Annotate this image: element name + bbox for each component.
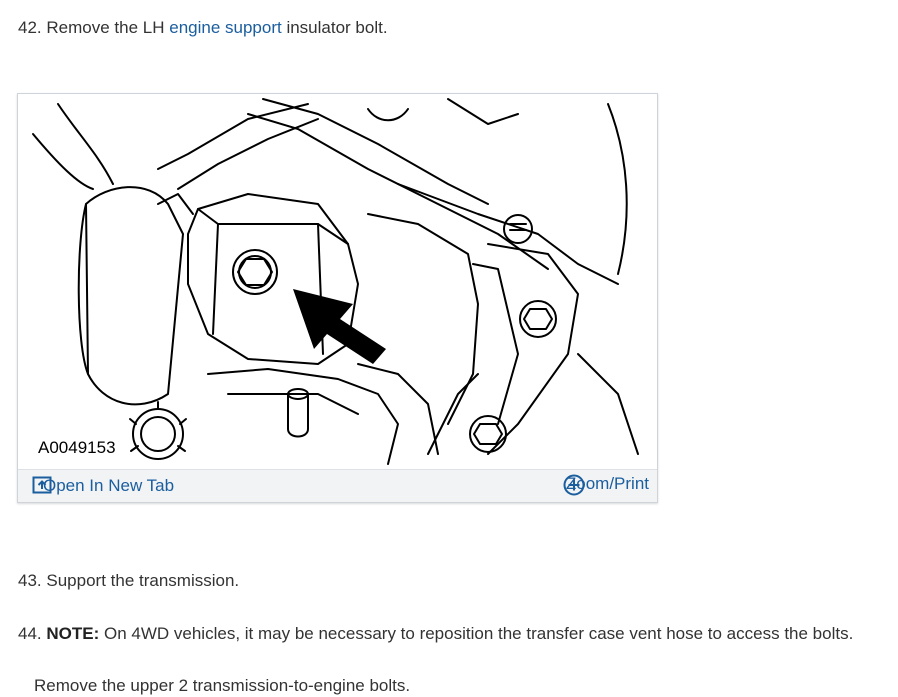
open-in-new-tab-label: Open In New Tab (43, 476, 175, 495)
circle-plus-icon (563, 474, 585, 496)
open-in-new-tab-button[interactable]: Open In New Tab (32, 476, 174, 496)
step-number: 44. (18, 624, 42, 643)
note-label: NOTE: (46, 624, 100, 643)
step-number: 42. (18, 18, 42, 37)
zoom-print-button[interactable]: Zoom/Print (563, 474, 649, 496)
step-44: 44. NOTE: On 4WD vehicles, it may be nec… (18, 623, 853, 645)
step-text-before: Remove the LH (46, 18, 165, 37)
step-text-after: insulator bolt. (286, 18, 388, 37)
step-42: 42. Remove the LH engine support insulat… (18, 17, 388, 39)
note-text: On 4WD vehicles, it may be necessary to … (104, 624, 854, 643)
engine-support-illustration (32, 98, 639, 465)
step-number: 43. (18, 571, 42, 590)
open-in-new-tab-icon (32, 476, 52, 494)
figure-toolbar: Open In New Tab Zoom/Print (18, 469, 657, 502)
step-text: Support the transmission. (46, 571, 240, 590)
engine-support-link[interactable]: engine support (169, 18, 282, 37)
step-44-instruction: Remove the upper 2 transmission-to-engin… (34, 676, 411, 695)
figure-id-label: A0049153 (36, 438, 118, 458)
illustration-figure: A0049153 Open In New Tab Zoom/Print (17, 93, 658, 503)
zoom-print-label: Zoom/Print (565, 474, 649, 493)
step-43: 43. Support the transmission. (18, 570, 239, 592)
